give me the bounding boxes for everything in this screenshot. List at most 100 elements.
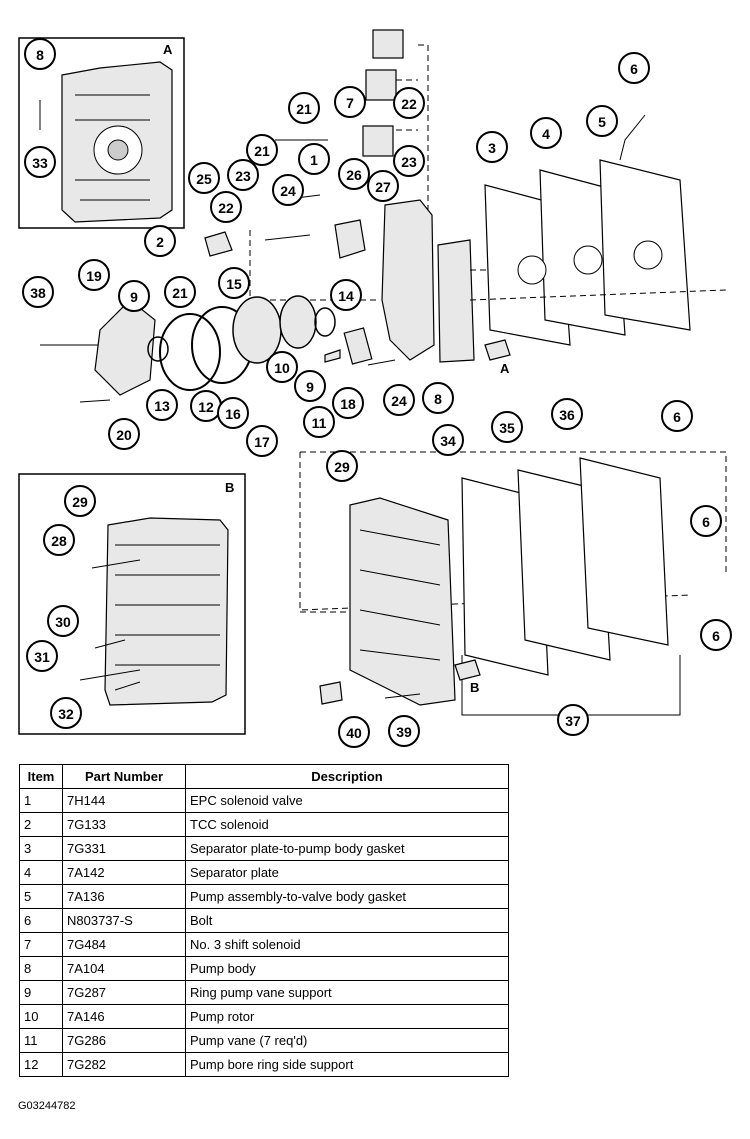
callout-label: 24 xyxy=(391,393,407,409)
callout-label: 8 xyxy=(36,47,44,63)
callout-label: 33 xyxy=(32,155,48,171)
callout-group: 1234566667889910111213141516171819202121… xyxy=(22,38,732,748)
cell-description: EPC solenoid valve xyxy=(185,788,509,813)
callout-label: 9 xyxy=(130,289,138,305)
callout-3: 3 xyxy=(476,131,508,163)
cell-description: Separator plate-to-pump body gasket xyxy=(185,836,509,861)
callout-label: 9 xyxy=(306,379,314,395)
callout-6: 6 xyxy=(690,505,722,537)
callout-label: 4 xyxy=(542,126,550,142)
callout-label: 22 xyxy=(218,200,234,216)
callout-6: 6 xyxy=(661,400,693,432)
cell-part-number: 7G287 xyxy=(62,980,186,1005)
upper-assembly: A xyxy=(40,29,727,403)
lower-assembly: B xyxy=(299,451,727,716)
callout-14: 14 xyxy=(330,279,362,311)
callout-label: 6 xyxy=(673,409,681,425)
callout-15: 15 xyxy=(218,267,250,299)
callout-4: 4 xyxy=(530,117,562,149)
callout-34: 34 xyxy=(432,424,464,456)
cell-item: 2 xyxy=(19,812,63,837)
callout-label: 34 xyxy=(440,433,456,449)
callout-40: 40 xyxy=(338,716,370,748)
callout-39: 39 xyxy=(388,715,420,747)
callout-label: 8 xyxy=(434,391,442,407)
callout-9: 9 xyxy=(118,280,150,312)
cell-part-number: 7G282 xyxy=(62,1052,186,1077)
callout-label: 13 xyxy=(154,398,170,414)
callout-label: 6 xyxy=(712,628,720,644)
cell-part-number: 7H144 xyxy=(62,788,186,813)
callout-label: 23 xyxy=(235,168,251,184)
callout-label: 27 xyxy=(375,179,391,195)
cell-item: 7 xyxy=(19,932,63,957)
callout-9: 9 xyxy=(294,370,326,402)
callout-label: 20 xyxy=(116,427,132,443)
callout-5: 5 xyxy=(586,105,618,137)
cell-item: 11 xyxy=(19,1028,63,1053)
callout-label: 30 xyxy=(55,614,71,630)
callout-label: 29 xyxy=(334,459,350,475)
callout-35: 35 xyxy=(491,411,523,443)
callout-32: 32 xyxy=(50,697,82,729)
inset-a-letter: A xyxy=(163,42,173,57)
callout-label: 11 xyxy=(312,415,327,431)
callout-8: 8 xyxy=(422,382,454,414)
callout-label: 6 xyxy=(702,514,710,530)
callout-23: 23 xyxy=(227,159,259,191)
callout-20: 20 xyxy=(108,418,140,450)
table-header-row: Item Part Number Description xyxy=(19,764,509,789)
exploded-view-diagram: A B xyxy=(18,29,732,748)
col-header-item: Item xyxy=(19,764,63,789)
callout-11: 11 xyxy=(303,406,335,438)
callout-label: 29 xyxy=(72,494,88,510)
callout-21: 21 xyxy=(288,92,320,124)
callout-label: 37 xyxy=(565,713,581,729)
callout-label: 31 xyxy=(34,649,50,665)
cell-item: 3 xyxy=(19,836,63,861)
callout-label: 32 xyxy=(58,706,74,722)
callout-label: 24 xyxy=(280,183,296,199)
callout-label: 3 xyxy=(488,140,496,156)
callout-25: 25 xyxy=(188,162,220,194)
callout-label: 17 xyxy=(254,434,270,450)
callout-label: 35 xyxy=(499,420,515,436)
callout-18: 18 xyxy=(332,387,364,419)
callout-26: 26 xyxy=(338,158,370,190)
callout-label: 25 xyxy=(196,171,212,187)
callout-22: 22 xyxy=(393,87,425,119)
cell-part-number: 7G484 xyxy=(62,932,186,957)
cell-part-number: 7G286 xyxy=(62,1028,186,1053)
cell-part-number: 7A146 xyxy=(62,1004,186,1029)
callout-33: 33 xyxy=(24,146,56,178)
callout-1: 1 xyxy=(298,143,330,175)
callout-24: 24 xyxy=(272,174,304,206)
inset-b-letter: B xyxy=(225,480,234,495)
col-header-part-number: Part Number xyxy=(62,764,186,789)
callout-21: 21 xyxy=(164,276,196,308)
cell-item: 6 xyxy=(19,908,63,933)
callout-10: 10 xyxy=(266,351,298,383)
callout-8: 8 xyxy=(24,38,56,70)
callout-label: 36 xyxy=(559,407,575,423)
callout-6: 6 xyxy=(700,619,732,651)
cell-part-number: 7G331 xyxy=(62,836,186,861)
cell-description: Pump rotor xyxy=(185,1004,509,1029)
inset-a: A xyxy=(18,37,185,229)
callout-label: 15 xyxy=(226,276,242,292)
callout-31: 31 xyxy=(26,640,58,672)
cell-description: Ring pump vane support xyxy=(185,980,509,1005)
callout-label: 39 xyxy=(396,724,412,740)
callout-label: 16 xyxy=(225,406,241,422)
callout-13: 13 xyxy=(146,389,178,421)
callout-label: 26 xyxy=(346,167,362,183)
